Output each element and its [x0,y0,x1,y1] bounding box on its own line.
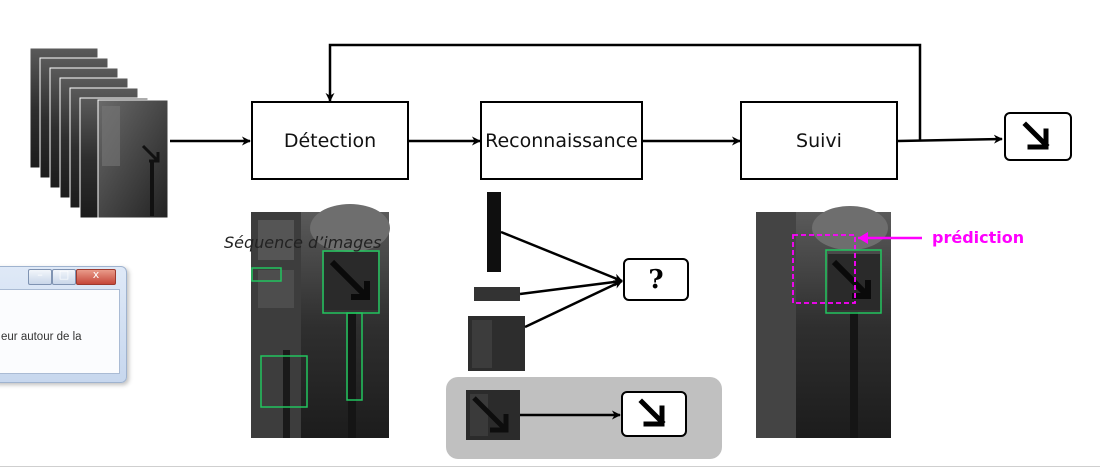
detection-step-label: Détection [283,129,377,152]
tracking-photo [756,206,922,438]
detection-box [346,312,363,401]
feedback-loop-arrow [325,43,922,140]
dialog-text: eur autour de la [1,331,82,343]
arrow-tracking-to-output [897,134,1003,144]
bottom-divider [0,466,1100,467]
partial-dialog-window: – □ x eur autour de la [0,266,127,383]
dialog-body [0,289,120,374]
detection-photo [251,204,390,438]
candidate-flat [474,287,520,301]
detection-box [260,355,308,408]
unknown-class-box: ? [623,258,689,301]
close-button[interactable]: x [76,268,116,285]
output-sign-box [1004,112,1072,161]
prediction-box [792,234,856,304]
question-mark-icon: ? [648,264,664,295]
recognition-step-box: Reconnaissance [480,101,643,180]
arrow-down-right-icon [638,398,666,427]
matched-sign-box [621,391,687,437]
tracking-step-box: Suivi [740,101,898,180]
maximize-button[interactable]: □ [52,268,76,285]
sequence-label: Séquence d’images [224,233,382,252]
minimize-button[interactable]: – [28,268,52,285]
tracking-step-label: Suivi [796,129,842,152]
detection-box [251,267,282,282]
candidate-tall [487,192,501,272]
recognition-step-label: Reconnaissance [485,129,638,152]
image-sequence-stack [29,47,169,219]
recognition-candidates [468,192,623,371]
prediction-label: prédiction [932,228,1025,247]
detection-step-box: Détection [251,101,409,180]
arrow-down-right-icon [1022,120,1050,149]
tracked-box [825,249,882,314]
